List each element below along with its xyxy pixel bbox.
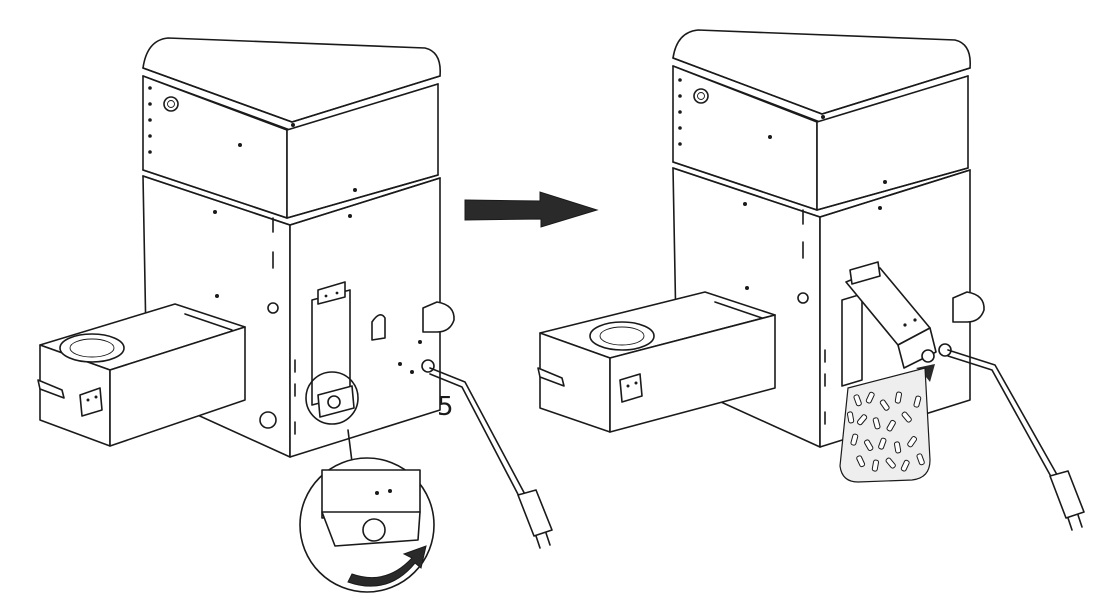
hopper-before [142, 37, 455, 458]
power-plug-icon [1049, 470, 1085, 531]
transition-arrow-icon [464, 191, 599, 228]
power-cord-after [947, 349, 1085, 531]
falling-pellets [839, 367, 931, 483]
step-number: 5 [437, 392, 454, 422]
ash-drawer-after [537, 291, 776, 433]
power-plug-icon [517, 489, 553, 549]
ash-drawer-before [37, 303, 246, 447]
power-cord-before [429, 367, 553, 549]
magnifier-circle-icon [299, 371, 435, 593]
rotate-arrow-icon [347, 545, 427, 587]
